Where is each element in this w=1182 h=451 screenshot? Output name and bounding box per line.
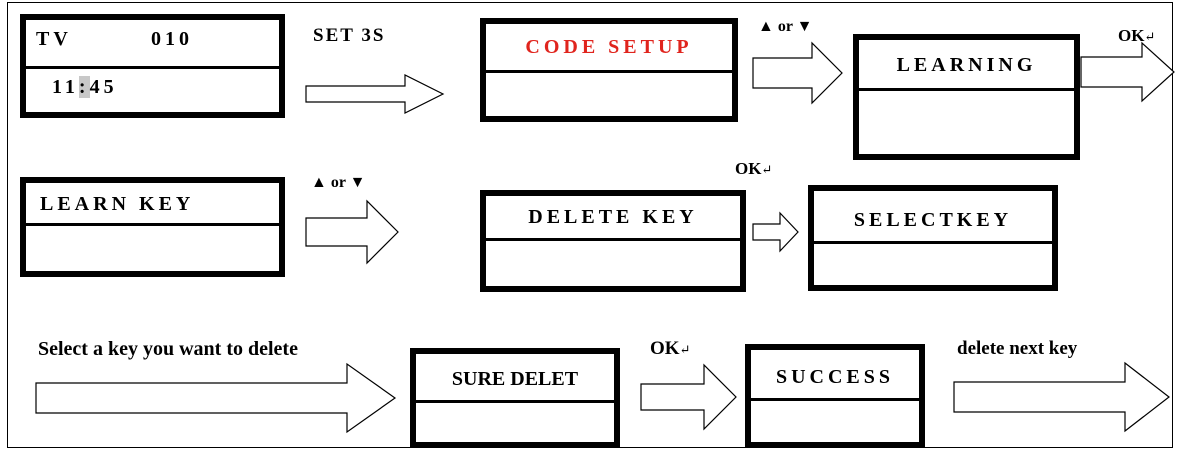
lcd-home-screen: TV 010 11:45 — [20, 14, 285, 118]
clock-display: 11:45 — [52, 76, 118, 98]
success-text: SUCCESS — [775, 366, 895, 388]
delete-key-text: DELETE KEY — [528, 206, 698, 228]
arrow-right-icon — [305, 74, 445, 114]
mode-label: TV — [36, 28, 72, 50]
lcd-success: SUCCESS — [745, 344, 925, 448]
ok-label: OK↵ — [650, 338, 691, 359]
select-key-prompt: Select a key you want to delete — [38, 338, 298, 360]
up-or-down-label: ▲ or ▼ — [311, 174, 366, 191]
delete-next-label: delete next key — [957, 338, 1078, 359]
up-or-down-label: ▲ or ▼ — [758, 18, 813, 35]
return-icon: ↵ — [679, 342, 691, 357]
blink-cursor: : — [78, 76, 90, 98]
code-setup-text: CODE SETUP — [525, 36, 693, 58]
arrow-right-icon — [1080, 41, 1175, 103]
lcd-learn-key: LEARN KEY — [20, 177, 285, 277]
code-number: 010 — [151, 28, 193, 50]
lcd-code-setup: CODE SETUP — [480, 18, 738, 122]
return-icon: ↵ — [761, 162, 773, 177]
learning-text: LEARNING — [896, 54, 1037, 76]
sure-delete-text: SURE DELET — [451, 368, 579, 390]
learn-key-text: LEARN KEY — [40, 193, 195, 215]
lcd-learning: LEARNING — [853, 34, 1080, 160]
lcd-sure-delete: SURE DELET — [410, 348, 620, 448]
arrow-right-icon — [752, 211, 799, 253]
arrow-right-icon — [640, 363, 737, 431]
ok-label: OK↵ — [1118, 26, 1156, 45]
set-3s-label: SET 3S — [313, 25, 386, 46]
arrow-right-icon — [35, 362, 397, 434]
ok-label: OK↵ — [735, 159, 773, 178]
return-icon: ↵ — [1144, 29, 1156, 44]
arrow-right-icon — [305, 199, 399, 265]
lcd-delete-key: DELETE KEY — [480, 190, 746, 292]
lcd-select-key: SELECTKEY — [808, 185, 1058, 291]
arrow-right-icon — [953, 361, 1170, 433]
arrow-right-icon — [752, 41, 843, 105]
select-key-text: SELECTKEY — [853, 209, 1013, 231]
